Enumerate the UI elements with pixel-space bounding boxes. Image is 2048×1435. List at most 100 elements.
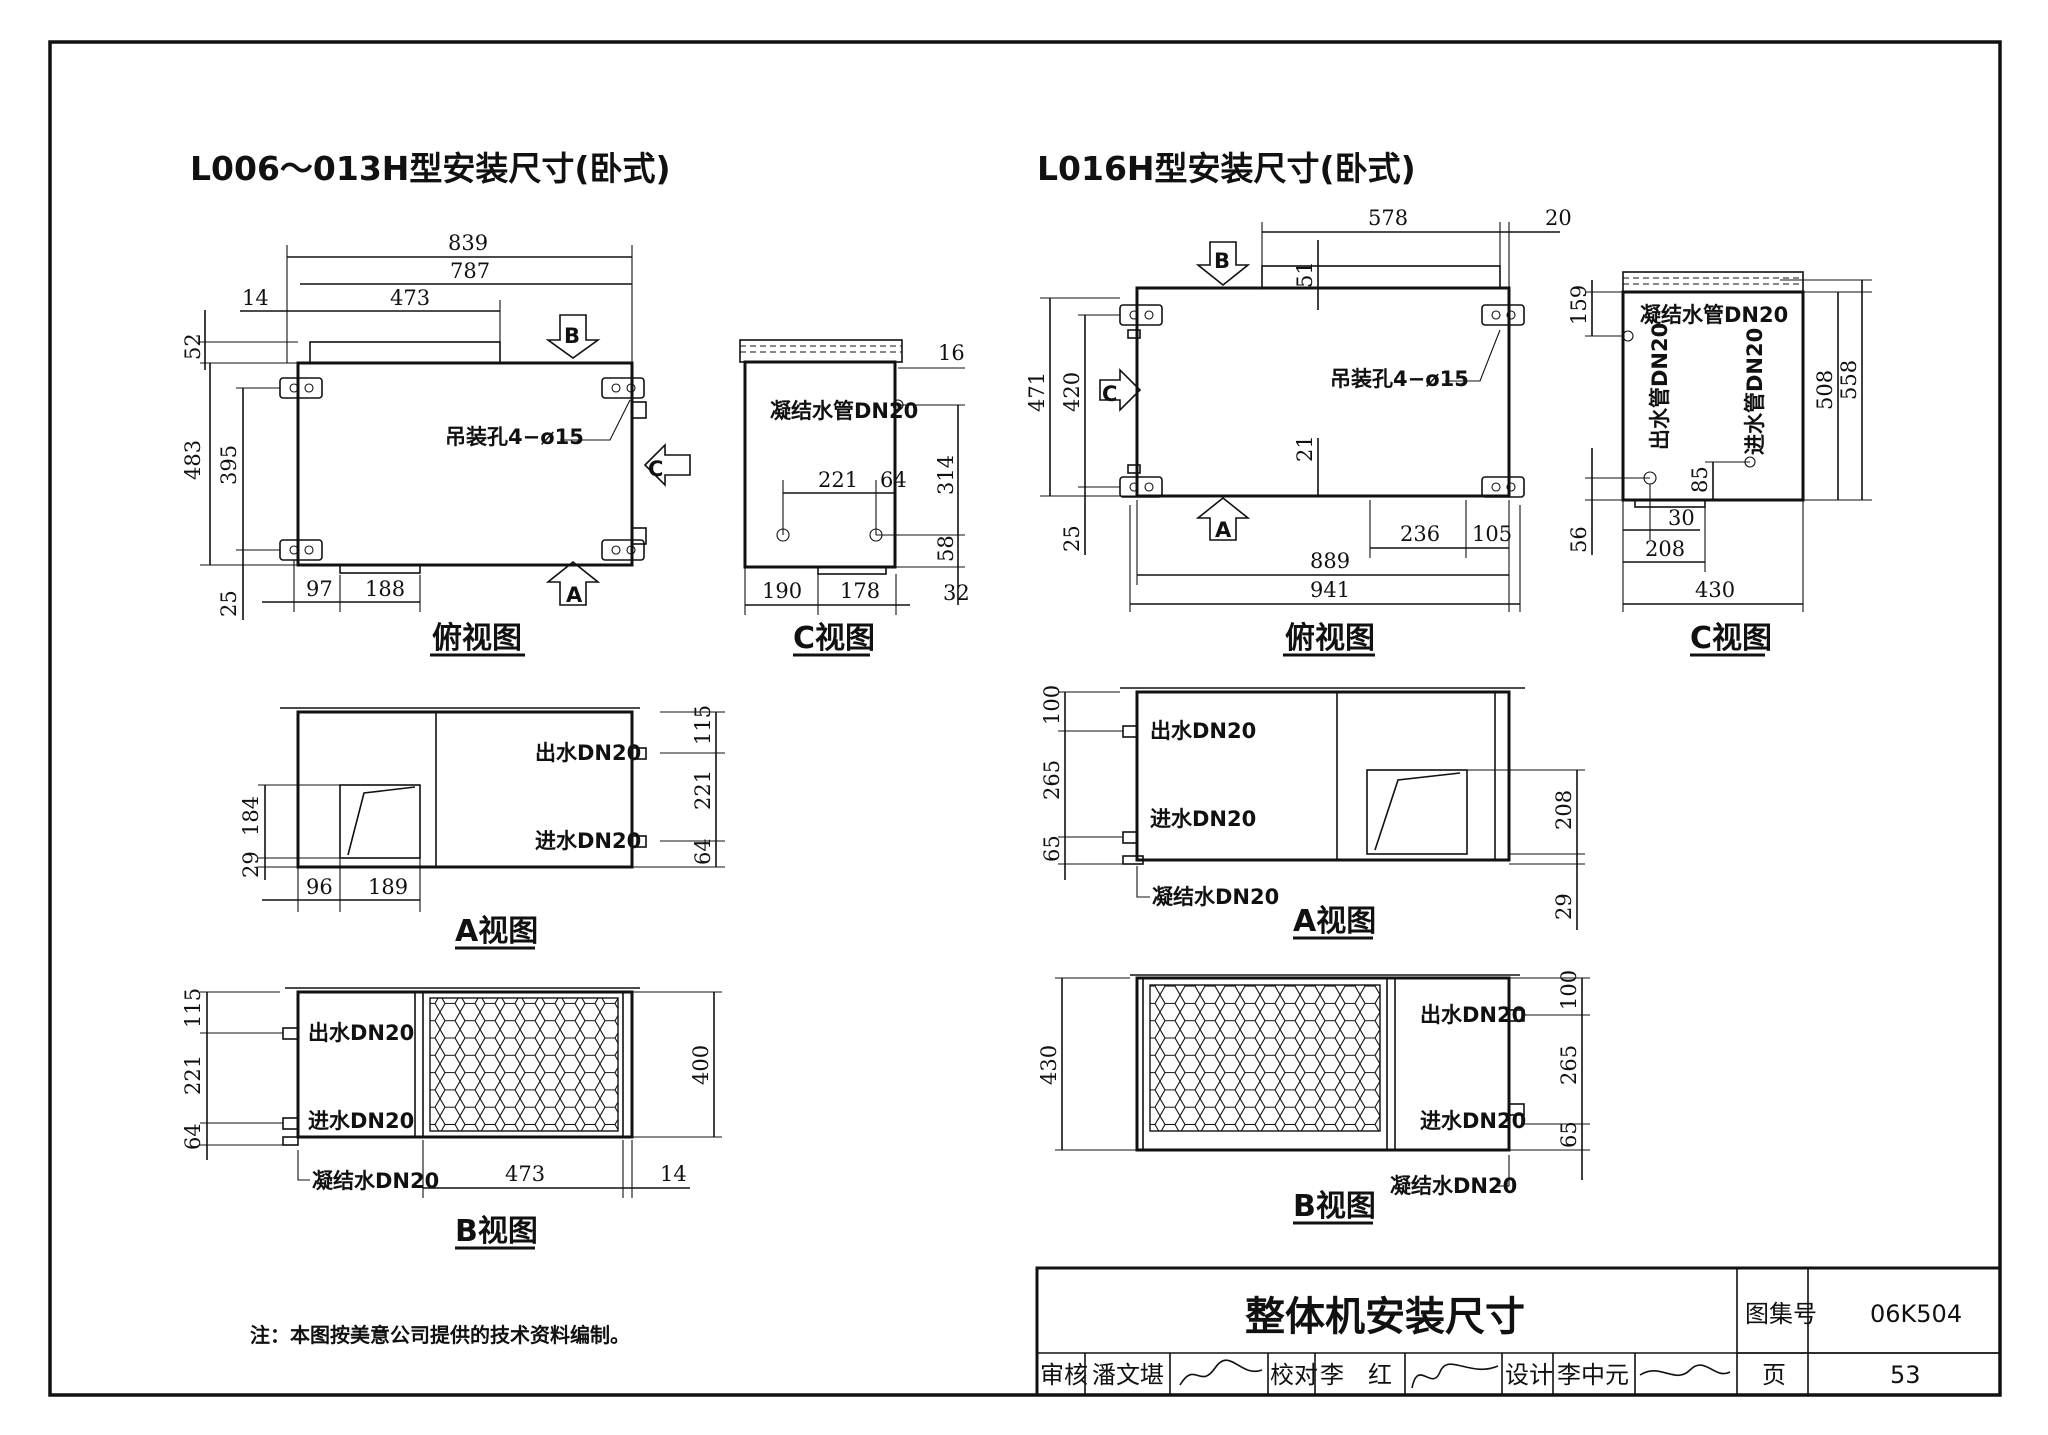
left-top-hanger-lugs (279, 377, 645, 561)
right-c-outlet-label: 出水管DN20 (1648, 323, 1672, 450)
right-top-view: B C A 吊装孔4−ø15 578 20 51 471 420 25 (1025, 206, 1572, 657)
right-c-condensate-label: 凝结水管DN20 (1640, 303, 1788, 327)
svg-text:B: B (564, 324, 580, 348)
svg-text:188: 188 (365, 577, 405, 601)
svg-text:115: 115 (691, 705, 715, 745)
source-note: 注：本图按美意公司提供的技术资料编制。 (250, 1323, 630, 1347)
svg-text:100: 100 (1040, 685, 1064, 725)
svg-text:96: 96 (306, 875, 333, 899)
left-top-dimensions: 839 787 14 473 52 483 395 25 97 188 (181, 231, 633, 620)
right-top-marker-a: A (1195, 496, 1251, 542)
svg-text:56: 56 (1567, 526, 1591, 553)
svg-text:64: 64 (691, 838, 715, 865)
svg-text:85: 85 (1688, 466, 1712, 493)
left-title: L006～013H型安装尺寸(卧式) (190, 149, 671, 188)
left-c-caption: C视图 (793, 621, 875, 656)
left-a-dimensions: 115 221 64 184 29 96 189 (239, 705, 725, 912)
svg-text:16: 16 (938, 341, 965, 365)
right-a-view: 出水DN20 进水DN20 凝结水DN20 100 265 65 208 29 … (1040, 685, 1585, 940)
svg-text:51: 51 (1293, 261, 1317, 288)
svg-text:30: 30 (1668, 506, 1695, 530)
svg-text:97: 97 (306, 577, 333, 601)
right-c-view: 凝结水管DN20 出水管DN20 进水管DN20 159 56 508 558 … (1567, 271, 1872, 657)
right-top-unit-body (1135, 286, 1511, 498)
reviewer-name: 潘文堪 (1092, 1361, 1164, 1389)
right-top-marker-c: C (1099, 368, 1142, 412)
svg-text:65: 65 (1557, 1121, 1581, 1148)
left-a-inlet-stub (631, 835, 647, 848)
left-top-pipe-stub-2 (631, 527, 647, 545)
svg-text:839: 839 (448, 231, 488, 255)
svg-text:483: 483 (181, 440, 205, 480)
svg-text:473: 473 (505, 1162, 545, 1186)
svg-text:221: 221 (181, 1055, 205, 1095)
svg-text:20: 20 (1545, 206, 1572, 230)
left-b-inlet-label: 进水DN20 (308, 1109, 414, 1133)
left-a-caption: A视图 (455, 914, 538, 949)
checker-name: 李 红 (1320, 1361, 1392, 1389)
review-label: 审核 (1040, 1361, 1088, 1389)
page-label: 页 (1762, 1361, 1786, 1389)
right-c-inlet-label: 进水管DN20 (1743, 328, 1767, 455)
left-a-outlet-label: 出水DN20 (535, 741, 641, 765)
svg-text:A: A (566, 583, 583, 607)
left-top-unit-body (296, 361, 634, 567)
checker-signature (1411, 1363, 1499, 1389)
left-top-marker-c: C (643, 443, 691, 487)
right-b-caption: B视图 (1293, 1189, 1376, 1224)
svg-text:221: 221 (818, 468, 858, 492)
atlas-label: 图集号 (1745, 1300, 1817, 1328)
left-top-fan-outlet (309, 341, 501, 364)
svg-text:265: 265 (1557, 1045, 1581, 1085)
svg-text:221: 221 (691, 770, 715, 810)
left-top-drain-stub (339, 564, 421, 574)
svg-text:C: C (1102, 382, 1117, 406)
svg-text:430: 430 (1037, 1045, 1061, 1085)
right-b-view: 出水DN20 进水DN20 凝结水DN20 430 100 265 65 B视图 (1037, 970, 1590, 1225)
svg-text:58: 58 (934, 535, 958, 562)
svg-text:A: A (1215, 518, 1232, 542)
left-c-dimensions: 16 314 58 32 221 64 190 178 (744, 341, 970, 615)
svg-text:314: 314 (934, 455, 958, 495)
check-label: 校对 (1270, 1361, 1318, 1389)
svg-text:32: 32 (943, 581, 970, 605)
right-b-outlet-label: 出水DN20 (1420, 1003, 1526, 1027)
right-top-caption: 俯视图 (1285, 621, 1375, 656)
svg-text:25: 25 (1060, 525, 1084, 552)
left-top-hoist-label: 吊装孔4−ø15 (445, 425, 584, 449)
drawing-title: 整体机安装尺寸 (1245, 1294, 1525, 1340)
left-a-inlet-label: 进水DN20 (535, 829, 641, 853)
right-b-coil-mesh (1149, 984, 1381, 1132)
svg-text:25: 25 (217, 590, 241, 617)
right-a-outlet-stub (1122, 725, 1138, 738)
sheet-frame (48, 40, 2002, 1397)
left-c-body (743, 360, 897, 569)
svg-text:105: 105 (1472, 522, 1512, 546)
svg-text:115: 115 (181, 988, 205, 1028)
right-top-fan-outlet (1261, 265, 1501, 289)
right-b-inlet-label: 进水DN20 (1420, 1109, 1526, 1133)
svg-text:395: 395 (217, 445, 241, 485)
right-top-hoist-label: 吊装孔4−ø15 (1330, 367, 1469, 391)
svg-text:64: 64 (181, 1123, 205, 1150)
svg-text:B: B (1214, 249, 1230, 273)
designer-signature (1639, 1364, 1731, 1376)
svg-text:430: 430 (1695, 578, 1735, 602)
left-a-outlet-stub (631, 747, 647, 760)
right-b-dimensions: 430 100 265 65 (1037, 970, 1590, 1180)
svg-text:64: 64 (880, 468, 907, 492)
atlas-number: 06K504 (1870, 1300, 1962, 1328)
right-a-inlet-stub (1122, 831, 1138, 844)
svg-text:941: 941 (1310, 578, 1350, 602)
right-a-fan-opening (1366, 769, 1468, 855)
left-top-marker-b: B (545, 314, 601, 359)
page-number: 53 (1890, 1361, 1921, 1389)
title-block: 整体机安装尺寸 图集号 06K504 审核 潘文堪 校对 李 红 设计 李中元 … (1035, 1266, 2002, 1397)
left-a-fan-opening (339, 784, 421, 859)
designer-name: 李中元 (1557, 1361, 1629, 1389)
svg-text:420: 420 (1060, 372, 1084, 412)
left-c-top-strip (739, 339, 903, 363)
right-top-hanger-lugs (1119, 304, 1525, 498)
left-b-dimensions: 115 221 64 400 473 14 (181, 988, 722, 1198)
